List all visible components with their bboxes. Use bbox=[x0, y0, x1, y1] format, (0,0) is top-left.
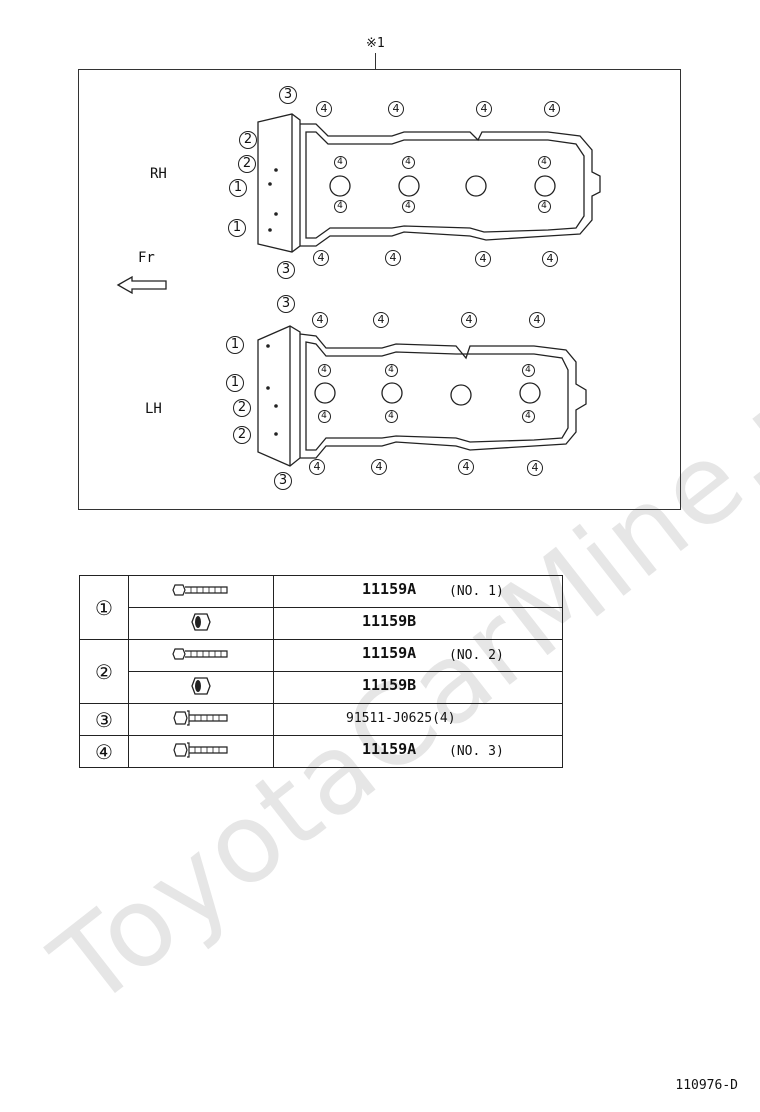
part-cell: 91511-J0625(4) bbox=[273, 703, 563, 736]
callout-4: 4 bbox=[475, 251, 491, 267]
callout-3: 3 bbox=[277, 261, 295, 279]
part-cell: 11159B bbox=[273, 607, 563, 640]
callout-4: 4 bbox=[333, 155, 347, 169]
bolt-icon bbox=[172, 647, 228, 660]
lh-label: LH bbox=[145, 401, 162, 417]
callout-2: 2 bbox=[238, 155, 256, 173]
callout-4: 4 bbox=[333, 199, 347, 213]
part-cell: 11159A (NO. 1) bbox=[273, 575, 563, 608]
part-number: 11159B bbox=[362, 676, 417, 694]
callout-2: 2 bbox=[233, 426, 251, 444]
part-cell: 11159A (NO. 3) bbox=[273, 735, 563, 768]
leader-line bbox=[375, 53, 376, 69]
front-label: Fr bbox=[138, 250, 155, 266]
lh-gasket bbox=[299, 333, 587, 459]
callout-2: 2 bbox=[233, 399, 251, 417]
callout-4: 4 bbox=[312, 312, 328, 328]
diagram-code: 110976-D bbox=[675, 1078, 738, 1093]
callout-3: 3 bbox=[274, 472, 292, 490]
callout-4: 4 bbox=[542, 251, 558, 267]
table-row: ② 11159A (NO. 2) bbox=[79, 639, 563, 704]
callout-1: 1 bbox=[226, 374, 244, 392]
part-number: 11159A bbox=[362, 580, 417, 598]
callout-4: 4 bbox=[384, 409, 398, 423]
washer-icon bbox=[191, 612, 211, 631]
icon-cell bbox=[128, 671, 274, 704]
icon-cell bbox=[128, 607, 274, 640]
lh-bracket bbox=[257, 325, 301, 467]
diagram-frame bbox=[78, 69, 681, 510]
part-number: 91511-J0625(4) bbox=[346, 711, 456, 726]
callout-3: 3 bbox=[277, 295, 295, 313]
callout-4: 4 bbox=[371, 459, 387, 475]
part-cell: 11159A (NO. 2) bbox=[273, 639, 563, 672]
callout-4: 4 bbox=[537, 199, 551, 213]
callout-1: 1 bbox=[228, 219, 246, 237]
table-row: 11159B bbox=[80, 671, 563, 704]
icon-cell bbox=[128, 639, 274, 672]
callout-3: 3 bbox=[279, 86, 297, 104]
icon-cell bbox=[128, 575, 274, 608]
rh-gasket bbox=[300, 123, 601, 247]
callout-1: 1 bbox=[226, 336, 244, 354]
index-cell: ③ bbox=[79, 703, 129, 736]
part-number: 11159B bbox=[362, 612, 417, 630]
table-row: ③ 91511-J0625(4) bbox=[79, 703, 563, 736]
callout-4: 4 bbox=[529, 312, 545, 328]
part-note: (NO. 2) bbox=[449, 648, 504, 663]
callout-4: 4 bbox=[537, 155, 551, 169]
callout-4: 4 bbox=[458, 459, 474, 475]
callout-4: 4 bbox=[384, 363, 398, 377]
table-row: ④ 11159A (NO. 3) bbox=[79, 735, 563, 768]
icon-cell bbox=[128, 703, 274, 736]
table-row: ① 11159A (NO. 1) bbox=[79, 575, 563, 640]
callout-4: 4 bbox=[401, 199, 415, 213]
washer-icon bbox=[191, 676, 211, 695]
index-cell: ④ bbox=[79, 735, 129, 768]
callout-4: 4 bbox=[317, 363, 331, 377]
callout-4: 4 bbox=[309, 459, 325, 475]
callout-4: 4 bbox=[401, 155, 415, 169]
front-arrow bbox=[116, 275, 167, 295]
part-note: (NO. 3) bbox=[449, 744, 504, 759]
callout-4: 4 bbox=[544, 101, 560, 117]
flange-bolt-icon bbox=[173, 709, 228, 726]
callout-4: 4 bbox=[476, 101, 492, 117]
index-cell: ② bbox=[79, 639, 129, 704]
part-note: (NO. 1) bbox=[449, 584, 504, 599]
rh-bracket bbox=[257, 113, 301, 253]
part-number: 11159A bbox=[362, 644, 417, 662]
gasket-diagram bbox=[116, 113, 601, 467]
part-cell: 11159B bbox=[273, 671, 563, 704]
callout-4: 4 bbox=[461, 312, 477, 328]
part-number: 11159A bbox=[362, 740, 417, 758]
callout-4: 4 bbox=[388, 101, 404, 117]
callout-1: 1 bbox=[229, 179, 247, 197]
callout-mark: ※1 bbox=[366, 36, 385, 51]
parts-table: ① 11159A (NO. 1) 11159B ② 11159A (NO. 2) 1… bbox=[79, 575, 563, 768]
callout-4: 4 bbox=[373, 312, 389, 328]
flange-bolt-icon bbox=[173, 741, 228, 758]
callout-4: 4 bbox=[521, 363, 535, 377]
table-row: 11159B bbox=[80, 607, 563, 640]
icon-cell bbox=[128, 735, 274, 768]
callout-4: 4 bbox=[313, 250, 329, 266]
callout-4: 4 bbox=[317, 409, 331, 423]
callout-4: 4 bbox=[527, 460, 543, 476]
callout-4: 4 bbox=[316, 101, 332, 117]
bolt-icon bbox=[172, 583, 228, 596]
index-cell: ① bbox=[79, 575, 129, 640]
rh-label: RH bbox=[150, 166, 167, 182]
callout-4: 4 bbox=[521, 409, 535, 423]
callout-2: 2 bbox=[239, 131, 257, 149]
callout-4: 4 bbox=[385, 250, 401, 266]
